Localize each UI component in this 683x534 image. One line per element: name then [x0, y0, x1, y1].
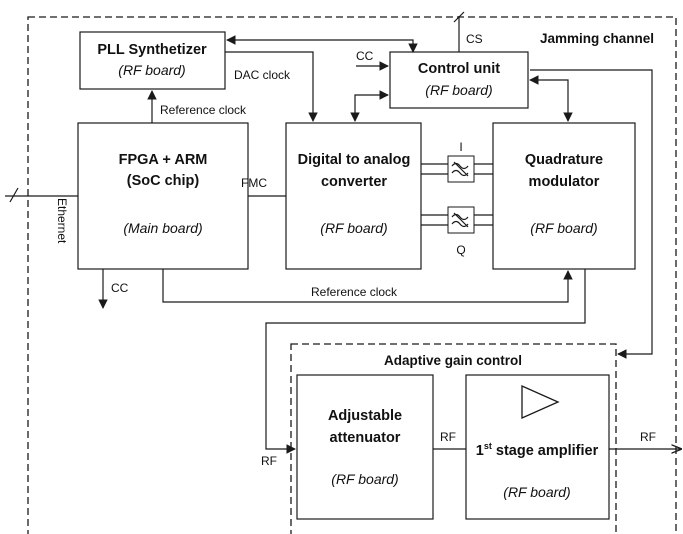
fpga-title-line2: (SoC chip): [127, 173, 200, 189]
attenuator-title-line1: Adjustable: [328, 408, 402, 424]
dac-title-line1: Digital to analog: [298, 152, 411, 168]
control-agc-wire: [530, 69, 653, 359]
attenuator-subtitle: (RF board): [331, 471, 398, 487]
jamming-channel-frame: [27, 16, 677, 534]
reference-clock-top-label: Reference clock: [160, 103, 247, 117]
pll-synthetizer-block: PLL Synthetizer (RF board): [79, 31, 226, 90]
quadrature-modulator-block: Quadrature modulator (RF board): [492, 122, 636, 270]
control-subtitle: (RF board): [425, 82, 492, 98]
cc-fpga-label: CC: [111, 281, 129, 295]
reference-clock-bottom-label: Reference clock: [311, 285, 398, 299]
fpga-title-line1: FPGA + ARM: [119, 152, 208, 168]
filter-i-icon: [447, 155, 475, 183]
dac-block: Digital to analog converter (RF board): [285, 122, 422, 270]
rf-input-label: RF: [261, 454, 277, 468]
control-title: Control unit: [418, 61, 500, 77]
modulator-title-line2: modulator: [529, 174, 600, 190]
rf-input-wire: [265, 269, 586, 454]
q-channel-label: Q: [456, 243, 465, 257]
control-dac-link: [350, 90, 389, 122]
fpga-subtitle: (Main board): [123, 220, 202, 236]
adjustable-attenuator-block: Adjustable attenuator (RF board): [296, 374, 434, 520]
rf-between-label: RF: [440, 430, 456, 444]
amplifier-subtitle: (RF board): [503, 484, 570, 500]
fmc-label: FMC: [241, 176, 267, 190]
adaptive-gain-control-frame: [290, 343, 617, 534]
control-unit-block: Control unit (RF board): [389, 51, 529, 109]
modulator-title-line1: Quadrature: [525, 152, 603, 168]
cc-control-label: CC: [356, 49, 374, 63]
iq-wires: [421, 163, 493, 226]
rf-output-label: RF: [640, 430, 656, 444]
dac-subtitle: (RF board): [320, 220, 387, 236]
dac-clock-wire: [225, 51, 318, 122]
modulator-subtitle: (RF board): [530, 220, 597, 236]
control-modulator-link: [529, 75, 573, 122]
jamming-channel-label: Jamming channel: [540, 31, 654, 46]
i-channel-label: I: [459, 140, 462, 154]
filter-q-icon: [447, 206, 475, 234]
reference-clock-bottom-wire: [162, 269, 573, 303]
dac-clock-label: DAC clock: [234, 68, 291, 82]
amplifier-title: 1st stage amplifier: [476, 441, 599, 459]
first-stage-amplifier-block: 1st stage amplifier (RF board): [465, 374, 610, 520]
fpga-arm-block: FPGA + ARM (SoC chip) (Main board): [77, 122, 249, 270]
dac-title-line2: converter: [321, 174, 387, 190]
pll-subtitle: (RF board): [118, 62, 185, 78]
pll-title: PLL Synthetizer: [97, 42, 207, 58]
ethernet-label: Ethernet: [55, 198, 69, 244]
amplifier-triangle-icon: [521, 384, 560, 420]
cs-label: CS: [466, 32, 483, 46]
pll-control-link: [226, 35, 418, 53]
attenuator-title-line2: attenuator: [330, 430, 401, 446]
adaptive-gain-control-label: Adaptive gain control: [384, 353, 522, 368]
